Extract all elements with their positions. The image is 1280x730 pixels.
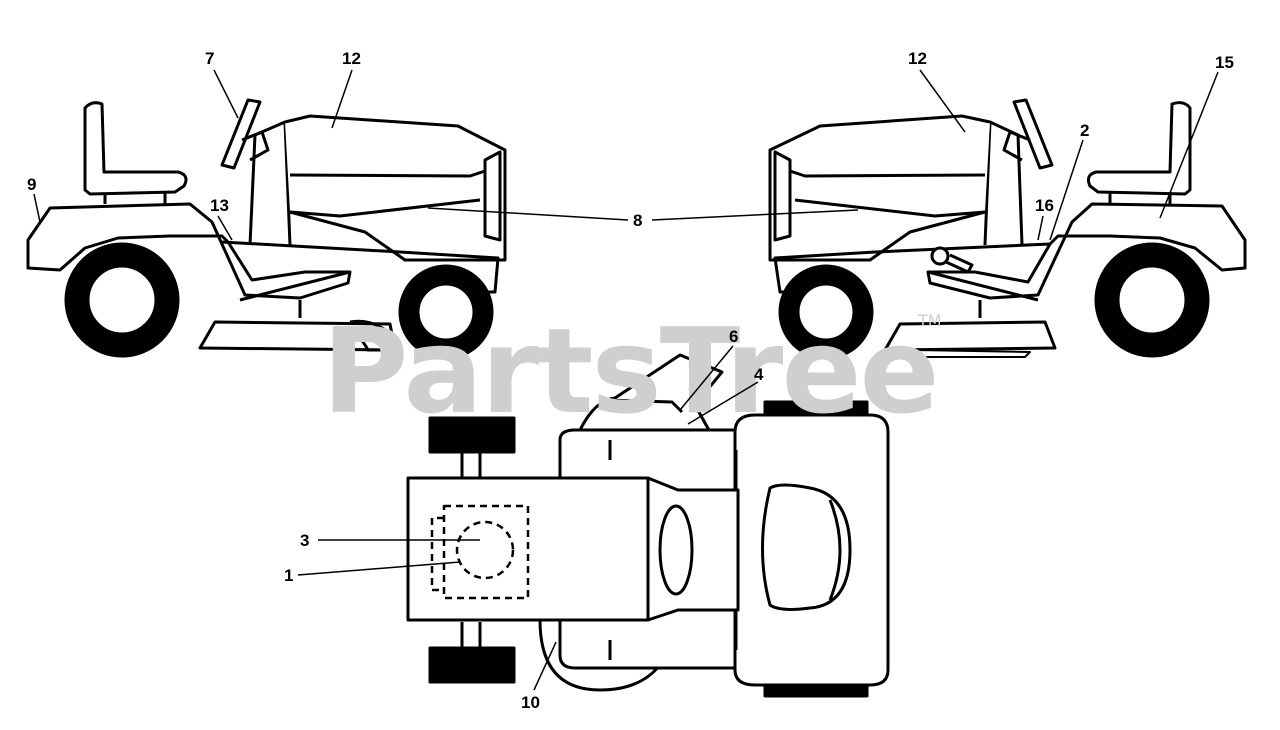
callout-9: 9 — [27, 175, 36, 194]
callout-labels: 7 12 9 13 8 12 15 2 16 6 4 3 1 10 — [27, 49, 1234, 712]
callout-7: 7 — [205, 49, 214, 68]
callout-4: 4 — [754, 365, 764, 384]
callout-16: 16 — [1035, 196, 1054, 215]
callout-13: 13 — [210, 196, 229, 215]
callout-3: 3 — [300, 531, 309, 550]
watermark-trademark: TM — [917, 311, 942, 330]
top-view-tractor — [406, 353, 890, 698]
callout-12-left: 12 — [342, 49, 361, 68]
parts-tree-watermark: PartsTree TM — [322, 302, 942, 440]
callout-2: 2 — [1080, 121, 1089, 140]
callout-6: 6 — [729, 327, 738, 346]
callout-10: 10 — [521, 693, 540, 712]
callout-12-right: 12 — [908, 49, 927, 68]
watermark-text: PartsTree — [322, 302, 938, 440]
callout-leader-lines — [33, 69, 1219, 691]
callout-15: 15 — [1215, 53, 1234, 72]
left-side-view-tractor — [26, 98, 507, 360]
right-side-view-tractor — [768, 98, 1247, 360]
callout-1: 1 — [284, 566, 293, 585]
callout-8: 8 — [633, 211, 642, 230]
